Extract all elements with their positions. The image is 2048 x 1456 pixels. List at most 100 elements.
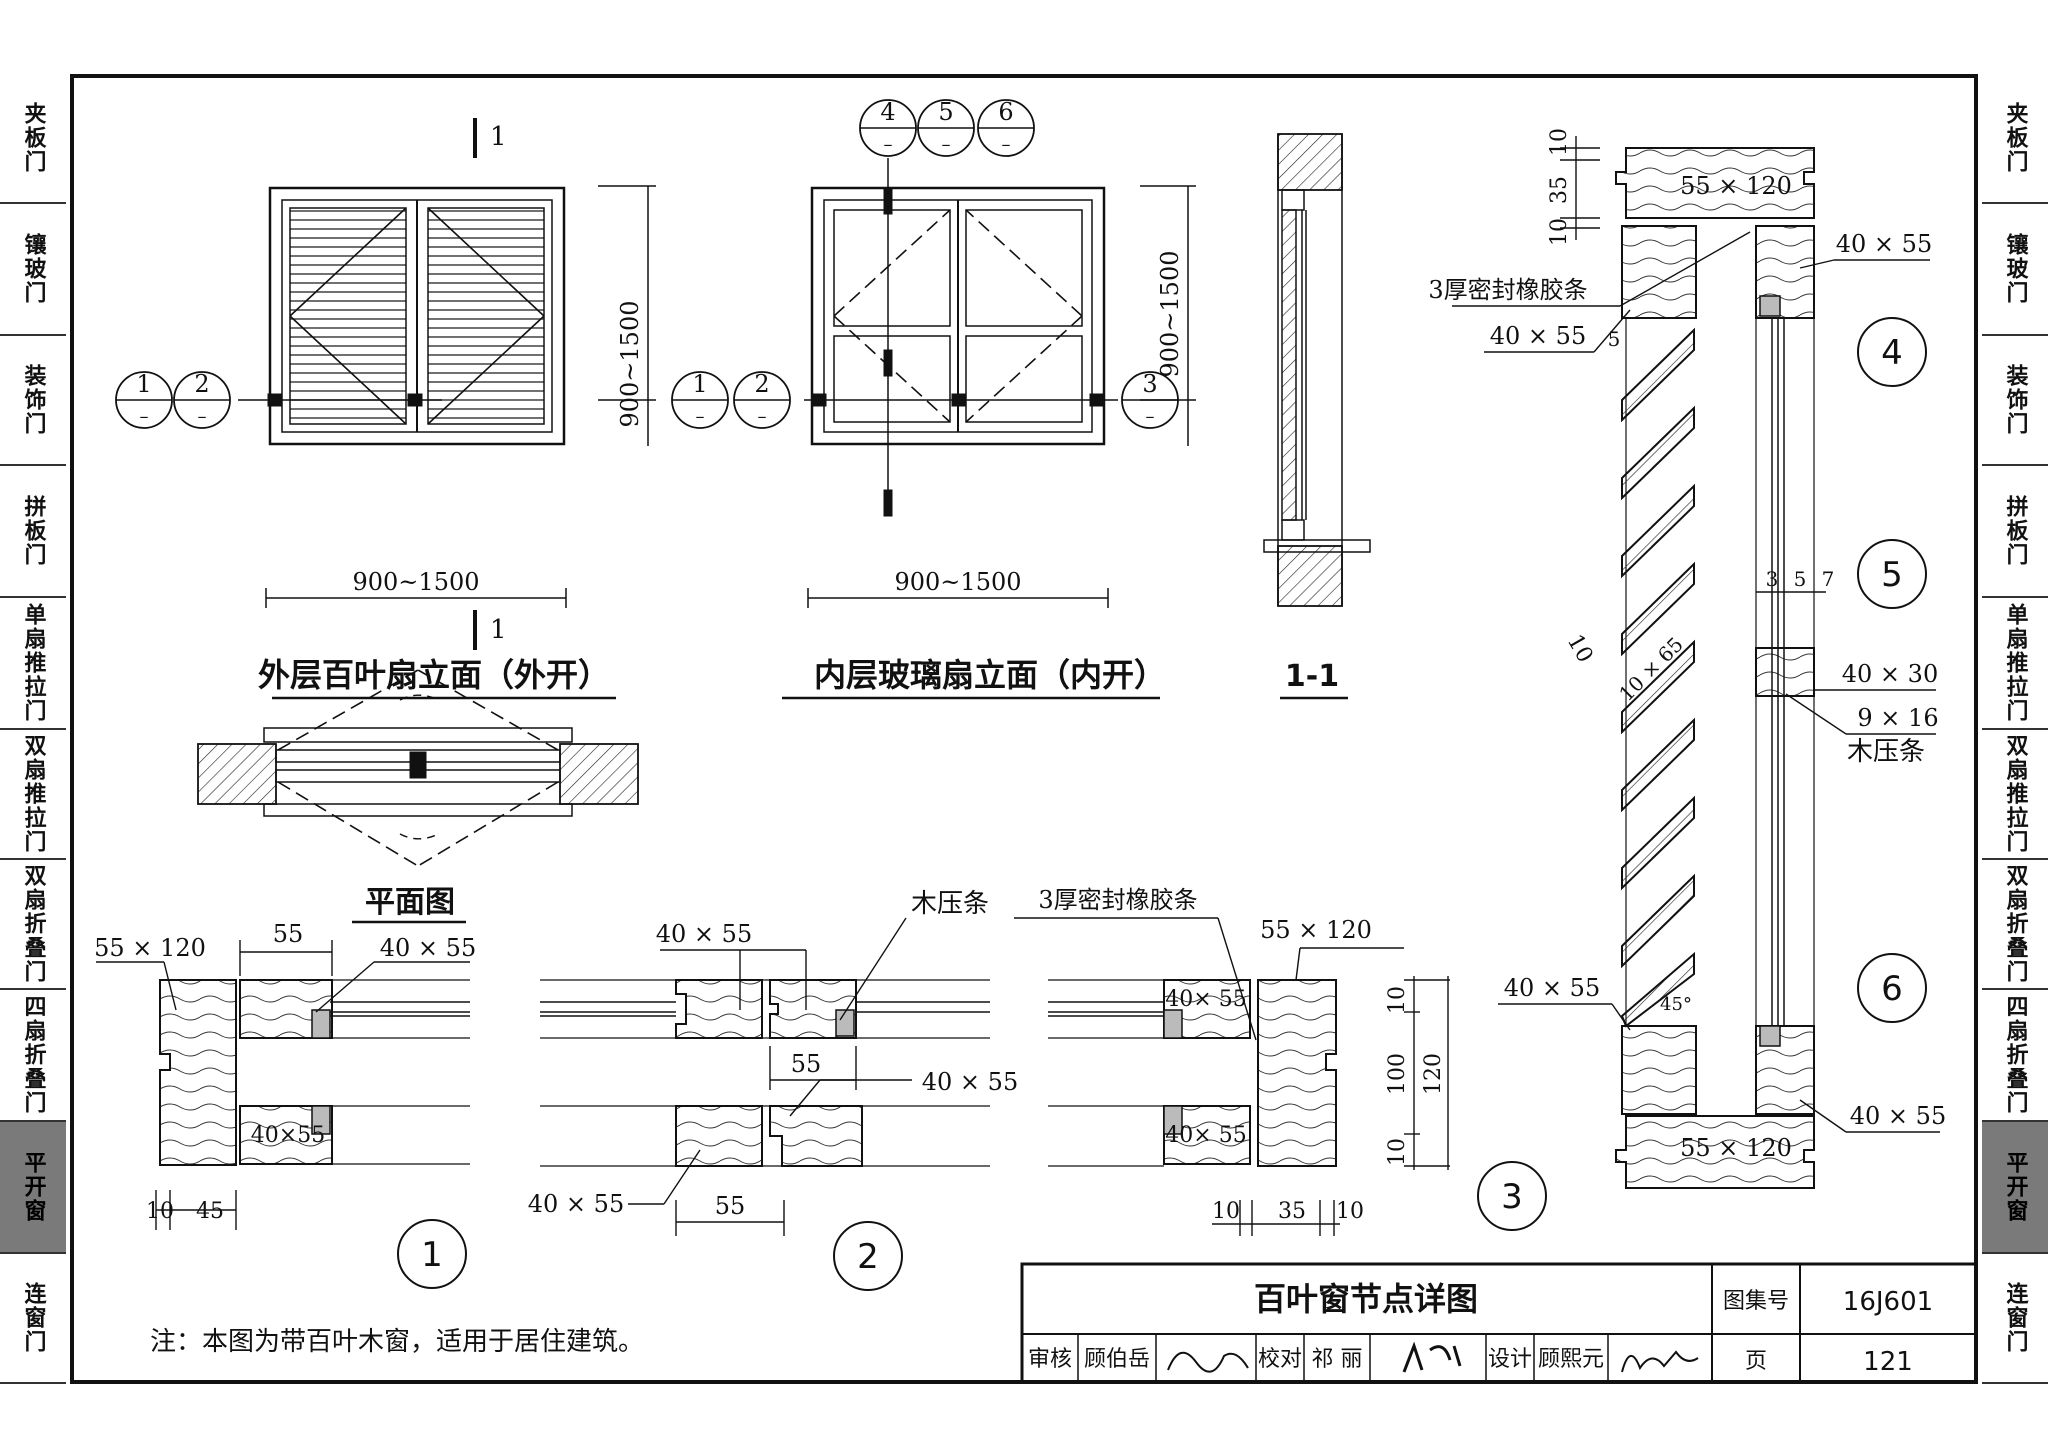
r-bead-size: 9 × 16: [1857, 704, 1938, 732]
svg-text:2: 2: [754, 370, 769, 398]
d2-member-top: 40 × 55: [656, 920, 752, 948]
d2-dim-55a: 55: [791, 1050, 822, 1078]
svg-text:–: –: [140, 406, 149, 427]
atlas-label: 图集号: [1723, 1289, 1789, 1314]
r-dim-10-top: 10: [1547, 128, 1572, 156]
r-frame-bot: 55 × 120: [1680, 1134, 1792, 1162]
side-tab-4[interactable]: 拼板门: [1982, 466, 2048, 598]
d3-seal: 3厚密封橡胶条: [1038, 886, 1197, 914]
section-title: 1-1: [1285, 659, 1339, 694]
designer-name: 顾熙元: [1538, 1347, 1604, 1372]
detail-1: 55 × 120 55 40 × 55 40×55 10 45 1: [94, 920, 476, 1289]
reviewer-name: 顾伯岳: [1084, 1347, 1150, 1372]
side-tab-9[interactable]: 平开窗: [1982, 1122, 2048, 1254]
r-member-tl: 40 × 55: [1490, 322, 1586, 350]
d3-number-circle: [1477, 1161, 1547, 1231]
svg-text:3: 3: [1142, 370, 1157, 398]
side-tab-7[interactable]: 双扇折叠门: [0, 860, 66, 990]
r-number-4: 4: [1881, 333, 1903, 373]
side-tab-10[interactable]: 连窗门: [1982, 1254, 2048, 1384]
callout-1-left: 1 –: [115, 370, 173, 429]
side-tab-10[interactable]: 连窗门: [0, 1254, 66, 1384]
side-tab-1[interactable]: 夹板门: [1982, 74, 2048, 204]
side-tab-9[interactable]: 平开窗: [0, 1122, 66, 1254]
svg-text:6: 6: [998, 98, 1013, 126]
r-member-tr: 40 × 55: [1836, 230, 1932, 258]
side-tab-2[interactable]: 镶玻门: [1982, 204, 2048, 336]
outer-width-dim: 900~1500: [353, 568, 480, 596]
d2-dim-55b: 55: [715, 1192, 746, 1220]
d3-number: 3: [1501, 1177, 1523, 1217]
callout-2-left: 2 –: [173, 370, 231, 429]
svg-text:–: –: [198, 406, 207, 427]
d3-dim-10b: 10: [1385, 1138, 1410, 1166]
d1-dim-45: 45: [196, 1199, 224, 1224]
r-bead: 木压条: [1847, 737, 1925, 767]
side-tab-5[interactable]: 单扇推拉门: [0, 598, 66, 730]
title-block-title: 百叶窗节点详图: [1254, 1280, 1478, 1318]
plan-title: 平面图: [365, 885, 455, 920]
inner-glass-elevation: 900~1500 900~1500 内层玻璃扇立面（内开）: [782, 158, 1196, 700]
designer-signature: [1621, 1350, 1699, 1373]
d2-number-circle: [833, 1221, 903, 1291]
side-tab-6[interactable]: 双扇推拉门: [0, 730, 66, 860]
side-tab-5[interactable]: 单扇推拉门: [1982, 598, 2048, 730]
reviewer-signature: [1167, 1351, 1249, 1373]
r-member-bl: 40 × 55: [1504, 974, 1600, 1002]
checker-signature: [1402, 1341, 1462, 1373]
svg-text:–: –: [1002, 134, 1011, 155]
d1-dim-55: 55: [273, 920, 304, 948]
design-label: 设计: [1488, 1347, 1532, 1372]
section-1-1: 1-1: [1263, 133, 1371, 700]
r-dim-5b: 5: [1794, 567, 1807, 591]
callout-5: 5 –: [917, 98, 975, 157]
svg-text:2: 2: [194, 370, 209, 398]
right-vertical-section: 10 35 10 55 × 120 55 × 120 3厚密封橡胶条 40 × …: [1428, 128, 1946, 1189]
side-tab-7[interactable]: 双扇折叠门: [1982, 860, 2048, 990]
side-tab-3[interactable]: 装饰门: [1982, 336, 2048, 466]
d2-member-left: 40 × 55: [528, 1190, 624, 1218]
svg-text:1: 1: [692, 370, 707, 398]
d2-number: 2: [857, 1237, 879, 1277]
d2-bead: 木压条: [911, 889, 989, 919]
side-tab-3[interactable]: 装饰门: [0, 336, 66, 466]
d3-frame: 55 × 120: [1260, 916, 1372, 944]
r-member-br: 40 × 55: [1850, 1102, 1946, 1130]
atlas-value: 16J601: [1843, 1287, 1933, 1317]
svg-text:–: –: [1146, 406, 1155, 427]
note: 注：本图为带百叶木窗，适用于居住建筑。: [150, 1327, 644, 1357]
inner-title: 内层玻璃扇立面（内开）: [814, 656, 1166, 694]
side-tab-1[interactable]: 夹板门: [0, 74, 66, 204]
callout-6: 6 –: [977, 98, 1035, 157]
d3-dim-10a: 10: [1385, 986, 1410, 1014]
side-tab-8[interactable]: 四扇折叠门: [0, 990, 66, 1122]
d2-member-bot: 40 × 55: [922, 1068, 1018, 1096]
d3-member-b: 40× 55: [1165, 1123, 1246, 1148]
section-mark-bottom: 1: [490, 615, 507, 645]
r-angle: 45°: [1660, 994, 1692, 1015]
callout-3-middle: 3 –: [1121, 370, 1179, 429]
r-frame-top: 55 × 120: [1680, 172, 1792, 200]
svg-text:4: 4: [880, 98, 895, 126]
r-mullion: 40 × 30: [1842, 660, 1938, 688]
d1-dim-10: 10: [146, 1199, 174, 1224]
side-tab-2[interactable]: 镶玻门: [0, 204, 66, 336]
r-dim-10-bot: 10: [1547, 218, 1572, 246]
d1-number: 1: [421, 1235, 443, 1275]
review-label: 审核: [1028, 1347, 1072, 1372]
r-circle-6: [1857, 953, 1927, 1023]
side-tab-8[interactable]: 四扇折叠门: [1982, 990, 2048, 1122]
d3-member-a: 40× 55: [1165, 987, 1246, 1012]
detail-3: 40× 55 40× 55 3厚密封橡胶条 55 × 120 10 100 10…: [1014, 886, 1547, 1236]
callout-4: 4 –: [859, 98, 917, 157]
side-tab-4[interactable]: 拼板门: [0, 466, 66, 598]
r-number-5: 5: [1881, 555, 1903, 595]
d3-dim-bot-35: 35: [1278, 1199, 1306, 1224]
title-block: 百叶窗节点详图 图集号 16J601 页 121 审核 顾伯岳 校对 祁 丽 设…: [1020, 1262, 1978, 1384]
outer-louver-elevation: 1 1 900~1500 900~1500 外层百叶扇立面（外开）: [238, 118, 656, 700]
r-dim-5: 5: [1608, 327, 1621, 351]
d1-number-circle: [397, 1219, 467, 1289]
r-seal: 3厚密封橡胶条: [1428, 276, 1587, 304]
side-tab-6[interactable]: 双扇推拉门: [1982, 730, 2048, 860]
